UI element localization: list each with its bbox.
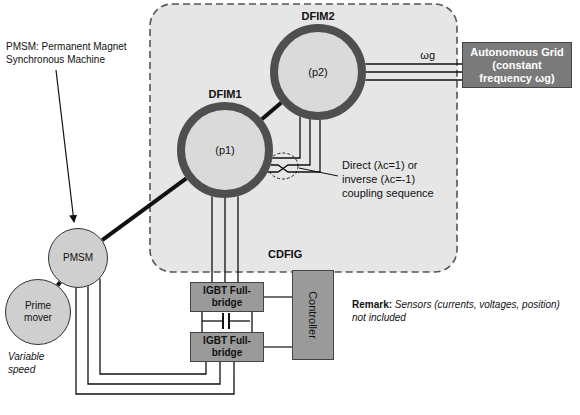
remark-heading: Remark: (352, 299, 392, 310)
machine-name: DFIM1 (177, 86, 273, 102)
box-label: IGBT Full-bridge (195, 285, 259, 309)
dfim-machine: DFIM2 (p2) (270, 8, 366, 120)
box-label: Controller (307, 291, 319, 339)
shaft (262, 103, 281, 119)
grid-box: Autonomous Grid (constant frequency ωg) (462, 42, 572, 88)
frequency-label: ωg (420, 49, 435, 61)
igbt-bridge: IGBT Full-bridge (190, 332, 264, 362)
prime-mover: Prime mover (5, 279, 71, 345)
pmsm-machine: PMSM (48, 228, 108, 288)
shaft (102, 178, 186, 240)
box-label: Autonomous Grid (constant frequency ωg) (467, 46, 567, 85)
rotor-wires (212, 196, 238, 282)
coupling-wires (268, 117, 320, 173)
machine-name: PMSM (63, 252, 93, 264)
machine-name: DFIM2 (270, 8, 366, 24)
annotation: PMSM: Permanent Magnet Synchronous Machi… (6, 40, 156, 66)
cdfig-region-outline (150, 4, 457, 272)
dc-link (202, 312, 252, 332)
control-line (264, 296, 292, 297)
machine-ring: (p1) (177, 102, 273, 198)
annotation: Direct (λc=1) or inverse (λc=-1) couplin… (342, 158, 454, 200)
controller-box: Controller (292, 270, 334, 360)
machine-ring: (p2) (270, 24, 366, 120)
pole-pairs: (p1) (215, 144, 235, 156)
dfim-machine: DFIM1 (p1) (177, 86, 273, 198)
remark-note: Remark: Sensors (currents, voltages, pos… (352, 298, 574, 324)
control-line (264, 346, 292, 347)
pole-pairs: (p2) (308, 66, 328, 78)
region-label: CDFIG (268, 248, 302, 260)
box-label: IGBT Full-bridge (195, 335, 259, 359)
grid-wires (365, 64, 462, 80)
dc-capacitor (202, 313, 250, 329)
machine-name: Prime mover (13, 300, 64, 324)
annotation: Variable speed (8, 350, 64, 376)
igbt-bridge: IGBT Full-bridge (190, 282, 264, 312)
leader-arrow (56, 70, 74, 222)
cdfig-region: CDFIG DFIM2 (p2) DFIM1 (p1) (150, 4, 457, 272)
